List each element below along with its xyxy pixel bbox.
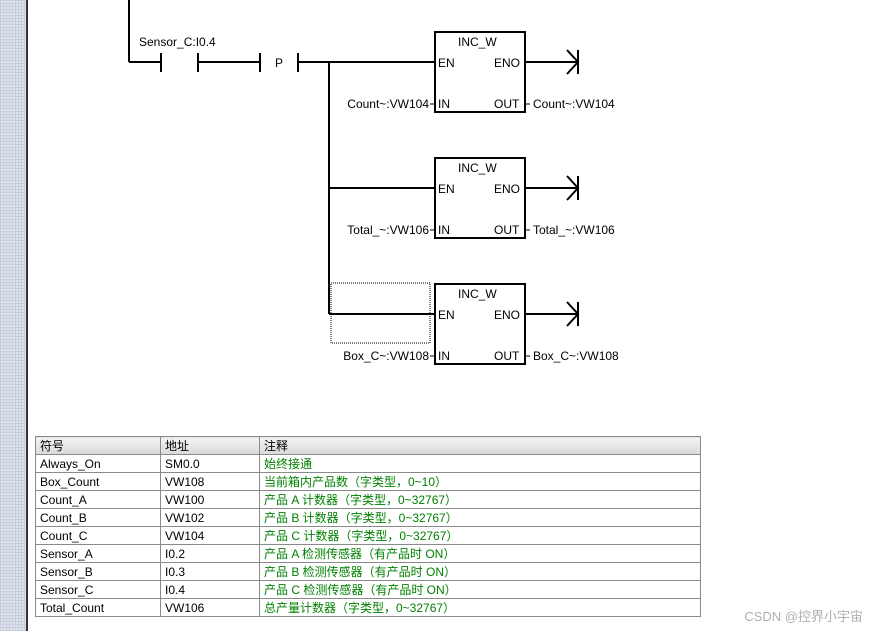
symbol-cell[interactable]: Count_A xyxy=(35,490,161,509)
contact-label: Sensor_C:I0.4 xyxy=(139,35,216,49)
out-operand[interactable]: Box_C~:VW108 xyxy=(533,349,619,363)
inc-w-block-3[interactable]: INC_W EN ENO IN OUT Box_C~:VW108 Box_C~:… xyxy=(329,283,619,365)
table-row[interactable]: Sensor_B I0.3 产品 B 检测传感器（有产品时 ON） xyxy=(35,562,701,581)
en-pin: EN xyxy=(438,182,455,196)
in-pin: IN xyxy=(438,349,450,363)
out-operand[interactable]: Total_~:VW106 xyxy=(533,223,615,237)
address-cell[interactable]: VW102 xyxy=(160,508,260,527)
comment-cell[interactable]: 产品 B 检测传感器（有产品时 ON） xyxy=(259,562,701,581)
address-cell[interactable]: VW106 xyxy=(160,598,260,617)
symbol-cell[interactable]: Count_B xyxy=(35,508,161,527)
address-cell[interactable]: VW104 xyxy=(160,526,260,545)
positive-edge-contact[interactable]: P xyxy=(259,53,299,72)
comment-cell[interactable]: 产品 A 计数器（字类型，0~32767） xyxy=(259,490,701,509)
comment-cell[interactable]: 当前箱内产品数（字类型，0~10） xyxy=(259,472,701,491)
comment-cell[interactable]: 产品 A 检测传感器（有产品时 ON） xyxy=(259,544,701,563)
table-row[interactable]: Count_C VW104 产品 C 计数器（字类型，0~32767） xyxy=(35,526,701,545)
symbol-cell[interactable]: Always_On xyxy=(35,454,161,473)
address-cell[interactable]: VW108 xyxy=(160,472,260,491)
symbol-cell[interactable]: Box_Count xyxy=(35,472,161,491)
inc-w-block-1[interactable]: INC_W EN ENO IN OUT Count~:VW104 Count~:… xyxy=(329,31,615,113)
symbol-cell[interactable]: Sensor_A xyxy=(35,544,161,563)
in-operand[interactable]: Count~:VW104 xyxy=(347,97,429,111)
table-row[interactable]: Sensor_A I0.2 产品 A 检测传感器（有产品时 ON） xyxy=(35,544,701,563)
edge-label: P xyxy=(275,56,283,70)
header-symbol[interactable]: 符号 xyxy=(35,436,161,455)
header-comment[interactable]: 注释 xyxy=(259,436,701,455)
table-row[interactable]: Total_Count VW106 总产量计数器（字类型，0~32767） xyxy=(35,598,701,617)
block-title: INC_W xyxy=(458,161,497,175)
table-row[interactable]: Box_Count VW108 当前箱内产品数（字类型，0~10） xyxy=(35,472,701,491)
header-address[interactable]: 地址 xyxy=(160,436,260,455)
comment-cell[interactable]: 总产量计数器（字类型，0~32767） xyxy=(259,598,701,617)
address-cell[interactable]: SM0.0 xyxy=(160,454,260,473)
watermark: CSDN @控界小宇宙 xyxy=(744,609,863,624)
contact-sensor-c[interactable]: Sensor_C:I0.4 xyxy=(139,35,216,72)
in-operand[interactable]: Box_C~:VW108 xyxy=(343,349,429,363)
table-row[interactable]: Sensor_C I0.4 产品 C 检测传感器（有产品时 ON） xyxy=(35,580,701,599)
out-operand[interactable]: Count~:VW104 xyxy=(533,97,615,111)
comment-cell[interactable]: 产品 B 计数器（字类型，0~32767） xyxy=(259,508,701,527)
block-title: INC_W xyxy=(458,287,497,301)
in-operand[interactable]: Total_~:VW106 xyxy=(347,223,429,237)
in-pin: IN xyxy=(438,97,450,111)
symbol-cell[interactable]: Count_C xyxy=(35,526,161,545)
symbol-table: 符号 地址 注释 Always_On SM0.0 始终接通 Box_Count … xyxy=(35,436,701,617)
en-pin: EN xyxy=(438,308,455,322)
address-cell[interactable]: I0.4 xyxy=(160,580,260,599)
eno-pin: ENO xyxy=(494,56,520,70)
address-cell[interactable]: I0.2 xyxy=(160,544,260,563)
comment-cell[interactable]: 始终接通 xyxy=(259,454,701,473)
symbol-cell[interactable]: Total_Count xyxy=(35,598,161,617)
in-pin: IN xyxy=(438,223,450,237)
address-cell[interactable]: I0.3 xyxy=(160,562,260,581)
out-pin: OUT xyxy=(494,223,520,237)
symbol-table-header: 符号 地址 注释 xyxy=(35,436,701,455)
eno-pin: ENO xyxy=(494,182,520,196)
comment-cell[interactable]: 产品 C 计数器（字类型，0~32767） xyxy=(259,526,701,545)
symbol-cell[interactable]: Sensor_B xyxy=(35,562,161,581)
table-row[interactable]: Count_A VW100 产品 A 计数器（字类型，0~32767） xyxy=(35,490,701,509)
en-pin: EN xyxy=(438,56,455,70)
block-title: INC_W xyxy=(458,35,497,49)
network-gutter xyxy=(0,0,28,631)
inc-w-block-2[interactable]: INC_W EN ENO IN OUT Total_~:VW106 Total_… xyxy=(329,157,615,239)
out-pin: OUT xyxy=(494,349,520,363)
table-row[interactable]: Always_On SM0.0 始终接通 xyxy=(35,454,701,473)
comment-cell[interactable]: 产品 C 检测传感器（有产品时 ON） xyxy=(259,580,701,599)
address-cell[interactable]: VW100 xyxy=(160,490,260,509)
eno-pin: ENO xyxy=(494,308,520,322)
out-pin: OUT xyxy=(494,97,520,111)
table-row[interactable]: Count_B VW102 产品 B 计数器（字类型，0~32767） xyxy=(35,508,701,527)
symbol-cell[interactable]: Sensor_C xyxy=(35,580,161,599)
ladder-network[interactable]: Sensor_C:I0.4 P INC_W EN ENO IN OUT Coun… xyxy=(0,0,871,430)
